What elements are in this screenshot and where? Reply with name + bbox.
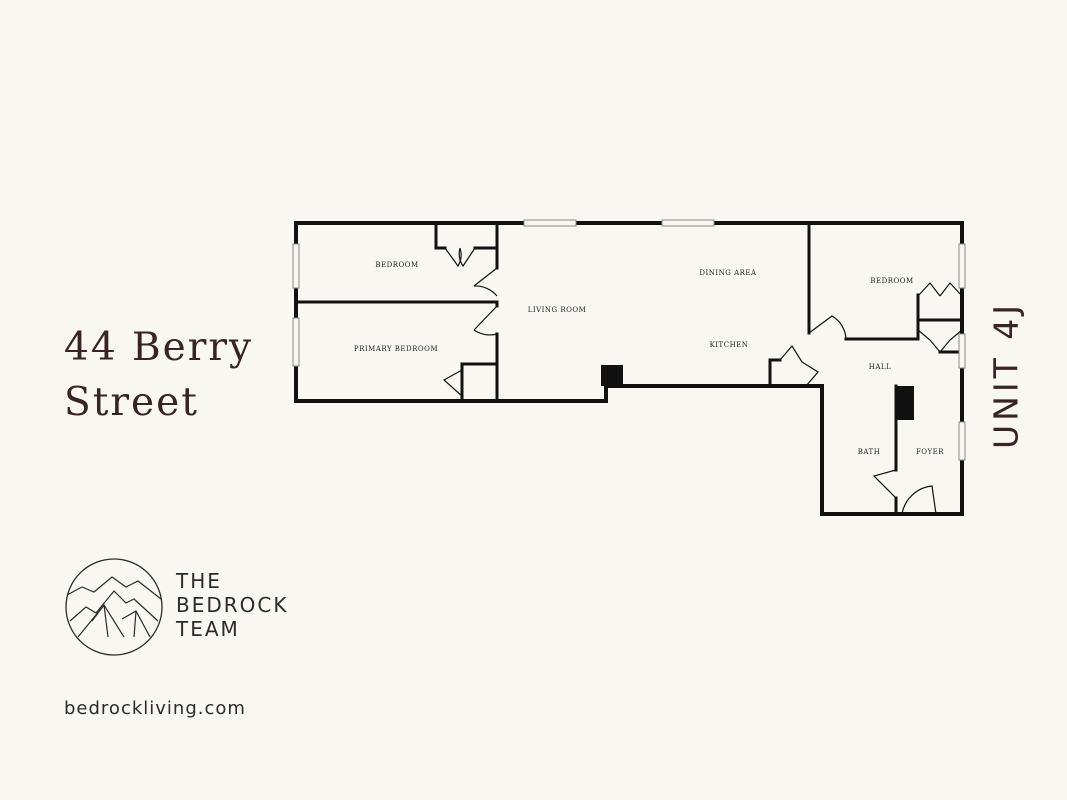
interior-wall	[916, 293, 964, 354]
door-swing	[779, 344, 819, 387]
room-label-kitchen: KITCHEN	[710, 341, 749, 349]
window	[292, 317, 300, 367]
brand-line-2: BEDROCK	[176, 593, 289, 617]
door-swing	[917, 282, 963, 297]
room-label-bedroom-2: BEDROOM	[870, 277, 913, 285]
window	[292, 243, 300, 289]
door-swing	[473, 305, 498, 336]
door-swing	[872, 469, 897, 499]
website-link[interactable]: bedrockliving.com	[64, 698, 246, 719]
mountain-logo-icon	[65, 558, 163, 656]
door-swing	[473, 267, 498, 297]
closet-wall	[768, 358, 782, 388]
room-label-hall: HALL	[869, 363, 891, 371]
brand-line-3: TEAM	[176, 617, 240, 641]
room-label-bath: BATH	[858, 448, 881, 456]
room-label-living-room: LIVING ROOM	[528, 306, 587, 314]
window	[523, 219, 577, 227]
brand-line-1: THE	[176, 569, 222, 593]
door-swing	[901, 485, 937, 515]
door-swing	[442, 369, 463, 397]
brand-name: THE BEDROCK TEAM	[176, 569, 288, 641]
window	[661, 219, 715, 227]
door-swing	[444, 247, 476, 268]
room-label-foyer: FOYER	[916, 448, 944, 456]
interior-wall	[807, 221, 964, 341]
column	[896, 386, 914, 420]
door-swing	[808, 315, 847, 340]
address-line-2: Street	[64, 380, 199, 425]
column	[601, 365, 623, 386]
door-swing	[917, 329, 963, 353]
address-line-1: 44 Berry	[64, 325, 254, 370]
window	[958, 333, 966, 369]
property-address: 44 Berry Street	[64, 320, 253, 430]
window	[958, 243, 966, 289]
window	[958, 421, 966, 461]
closet-wall	[460, 362, 499, 403]
room-label-bedroom: BEDROOM	[375, 261, 418, 269]
closet-wall	[434, 221, 499, 250]
room-label-dining-area: DINING AREA	[699, 269, 757, 277]
room-label-primary-bedroom: PRIMARY BEDROOM	[354, 345, 438, 353]
